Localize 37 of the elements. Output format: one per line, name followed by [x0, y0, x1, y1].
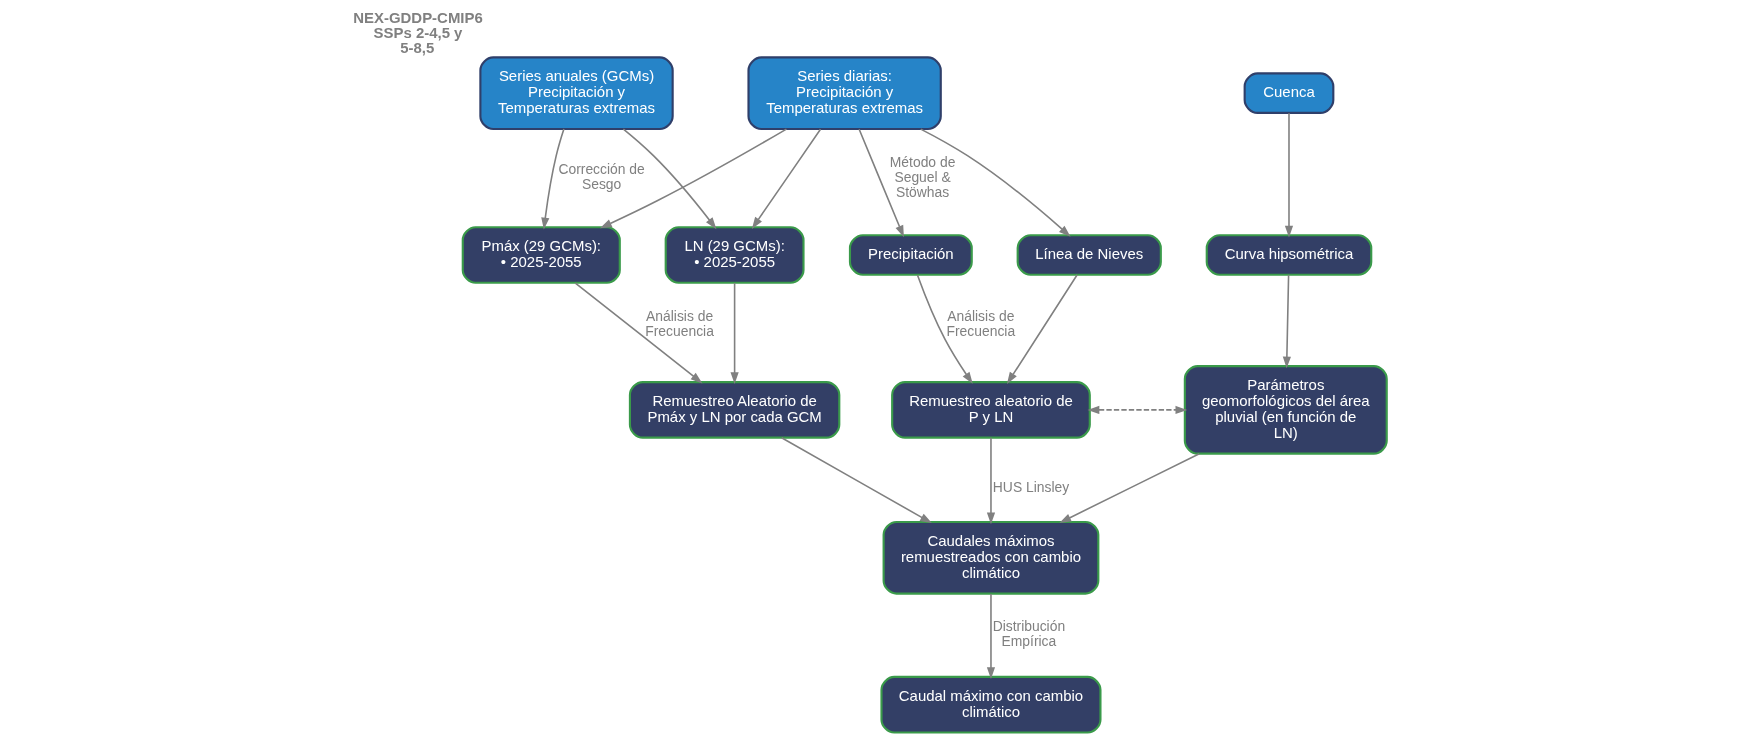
- arrow: [916, 274, 973, 384]
- edge-label: Análisis de Frecuencia: [946, 307, 1016, 339]
- arrow: [599, 128, 788, 229]
- node-box: LN (29 GCMs): • 2025-2055: [664, 226, 805, 284]
- node-box: Remuestreo aleatorio de P y LN: [891, 381, 1091, 439]
- edge-label: Método de Seguel & Stöwhas: [889, 153, 956, 200]
- arrow: [919, 128, 1071, 237]
- node-box: Precipitación: [848, 234, 973, 276]
- arrow: [1006, 274, 1078, 384]
- node-box: Series diarias: Precipitación y Temperaturas extremas: [747, 56, 942, 131]
- node-box: Línea de Nieves: [1016, 234, 1162, 276]
- arrow: [574, 282, 703, 384]
- arrow: [986, 436, 996, 525]
- node-box: Pmáx (29 GCMs): • 2025-2055: [461, 226, 621, 284]
- arrow: [1282, 274, 1291, 369]
- arrow: [1087, 405, 1188, 414]
- arrow: [1059, 452, 1201, 523]
- arrow: [1284, 112, 1294, 238]
- node-box: Remuestreo Aleatorio de Pmáx y LN por cada GCM: [628, 381, 841, 439]
- node-box: Caudales máximos remuestreados con cambio climático: [882, 520, 1100, 595]
- node-box: Caudal máximo con cambio climático: [880, 675, 1102, 734]
- edge-label: Análisis de Frecuencia: [645, 307, 714, 339]
- arrow: [986, 593, 996, 680]
- edge-label: Corrección de Sesgo: [558, 161, 645, 193]
- arrow: [541, 128, 565, 230]
- edge-label: Distribución Empírica: [992, 618, 1066, 650]
- node-box: Series anuales (GCMs) Precipitación y Temperaturas extremas: [479, 56, 674, 131]
- node-box: Parámetros geomorfológicos del área pluvial (en función de LN): [1183, 365, 1388, 455]
- arrow: [622, 128, 717, 230]
- node-label: NEX-GDDP-CMIP6 SSPs 2-4,5 y 5-8,5: [353, 9, 483, 57]
- arrow: [751, 128, 822, 229]
- node-box: Cuenca: [1243, 72, 1335, 114]
- node-box: Curva hipsométrica: [1205, 234, 1373, 276]
- arrow: [858, 128, 904, 238]
- edge-label: HUS Linsley: [992, 478, 1070, 495]
- arrow: [780, 436, 932, 524]
- arrow: [730, 282, 739, 385]
